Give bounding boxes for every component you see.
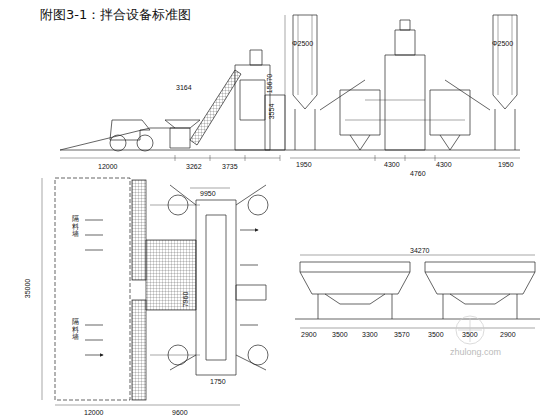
dimension: 3500 [428, 331, 444, 338]
batcher-elevation [295, 255, 540, 328]
dimension: 1750 [210, 378, 226, 385]
dimension: 1950 [296, 161, 312, 168]
watermark-logo [456, 316, 484, 344]
dimension: 9600 [172, 409, 188, 416]
dimension: 4300 [384, 161, 400, 168]
dimension: 3554 [268, 104, 275, 120]
dimension: 12000 [98, 163, 117, 170]
dimension: 3735 [222, 163, 238, 170]
wall-label: 隔料墙 [72, 215, 79, 238]
dimension: 2900 [301, 331, 317, 338]
dimension: 7960 [182, 292, 189, 308]
dimension: 3500 [462, 331, 478, 338]
dimension: 3500 [332, 331, 348, 338]
wall-label: 隔料墙 [72, 318, 79, 341]
dimension: 1950 [498, 161, 514, 168]
plant-plan [42, 178, 268, 405]
dimension: Φ2500 [292, 40, 313, 47]
dimension: 4300 [436, 161, 452, 168]
drawing-title: 附图3-1：拌合设备标准图 [40, 8, 191, 21]
dimension: 2900 [500, 331, 516, 338]
dimension: 3262 [186, 163, 202, 170]
dimension: 3570 [394, 331, 410, 338]
watermark: zhulong.com [450, 348, 501, 357]
dimension: 35000 [25, 279, 32, 298]
loader-elevation [60, 50, 290, 161]
dimension: 34270 [410, 247, 429, 254]
dimension: 15670 [267, 74, 274, 93]
dimension: 3164 [176, 84, 192, 91]
dimension: 3300 [362, 331, 378, 338]
dimension: 12000 [84, 409, 103, 416]
dimension: Φ2500 [492, 40, 513, 47]
dimension: 9950 [200, 190, 216, 197]
silo-elevation [285, 15, 520, 161]
dimension: 4760 [410, 170, 426, 177]
